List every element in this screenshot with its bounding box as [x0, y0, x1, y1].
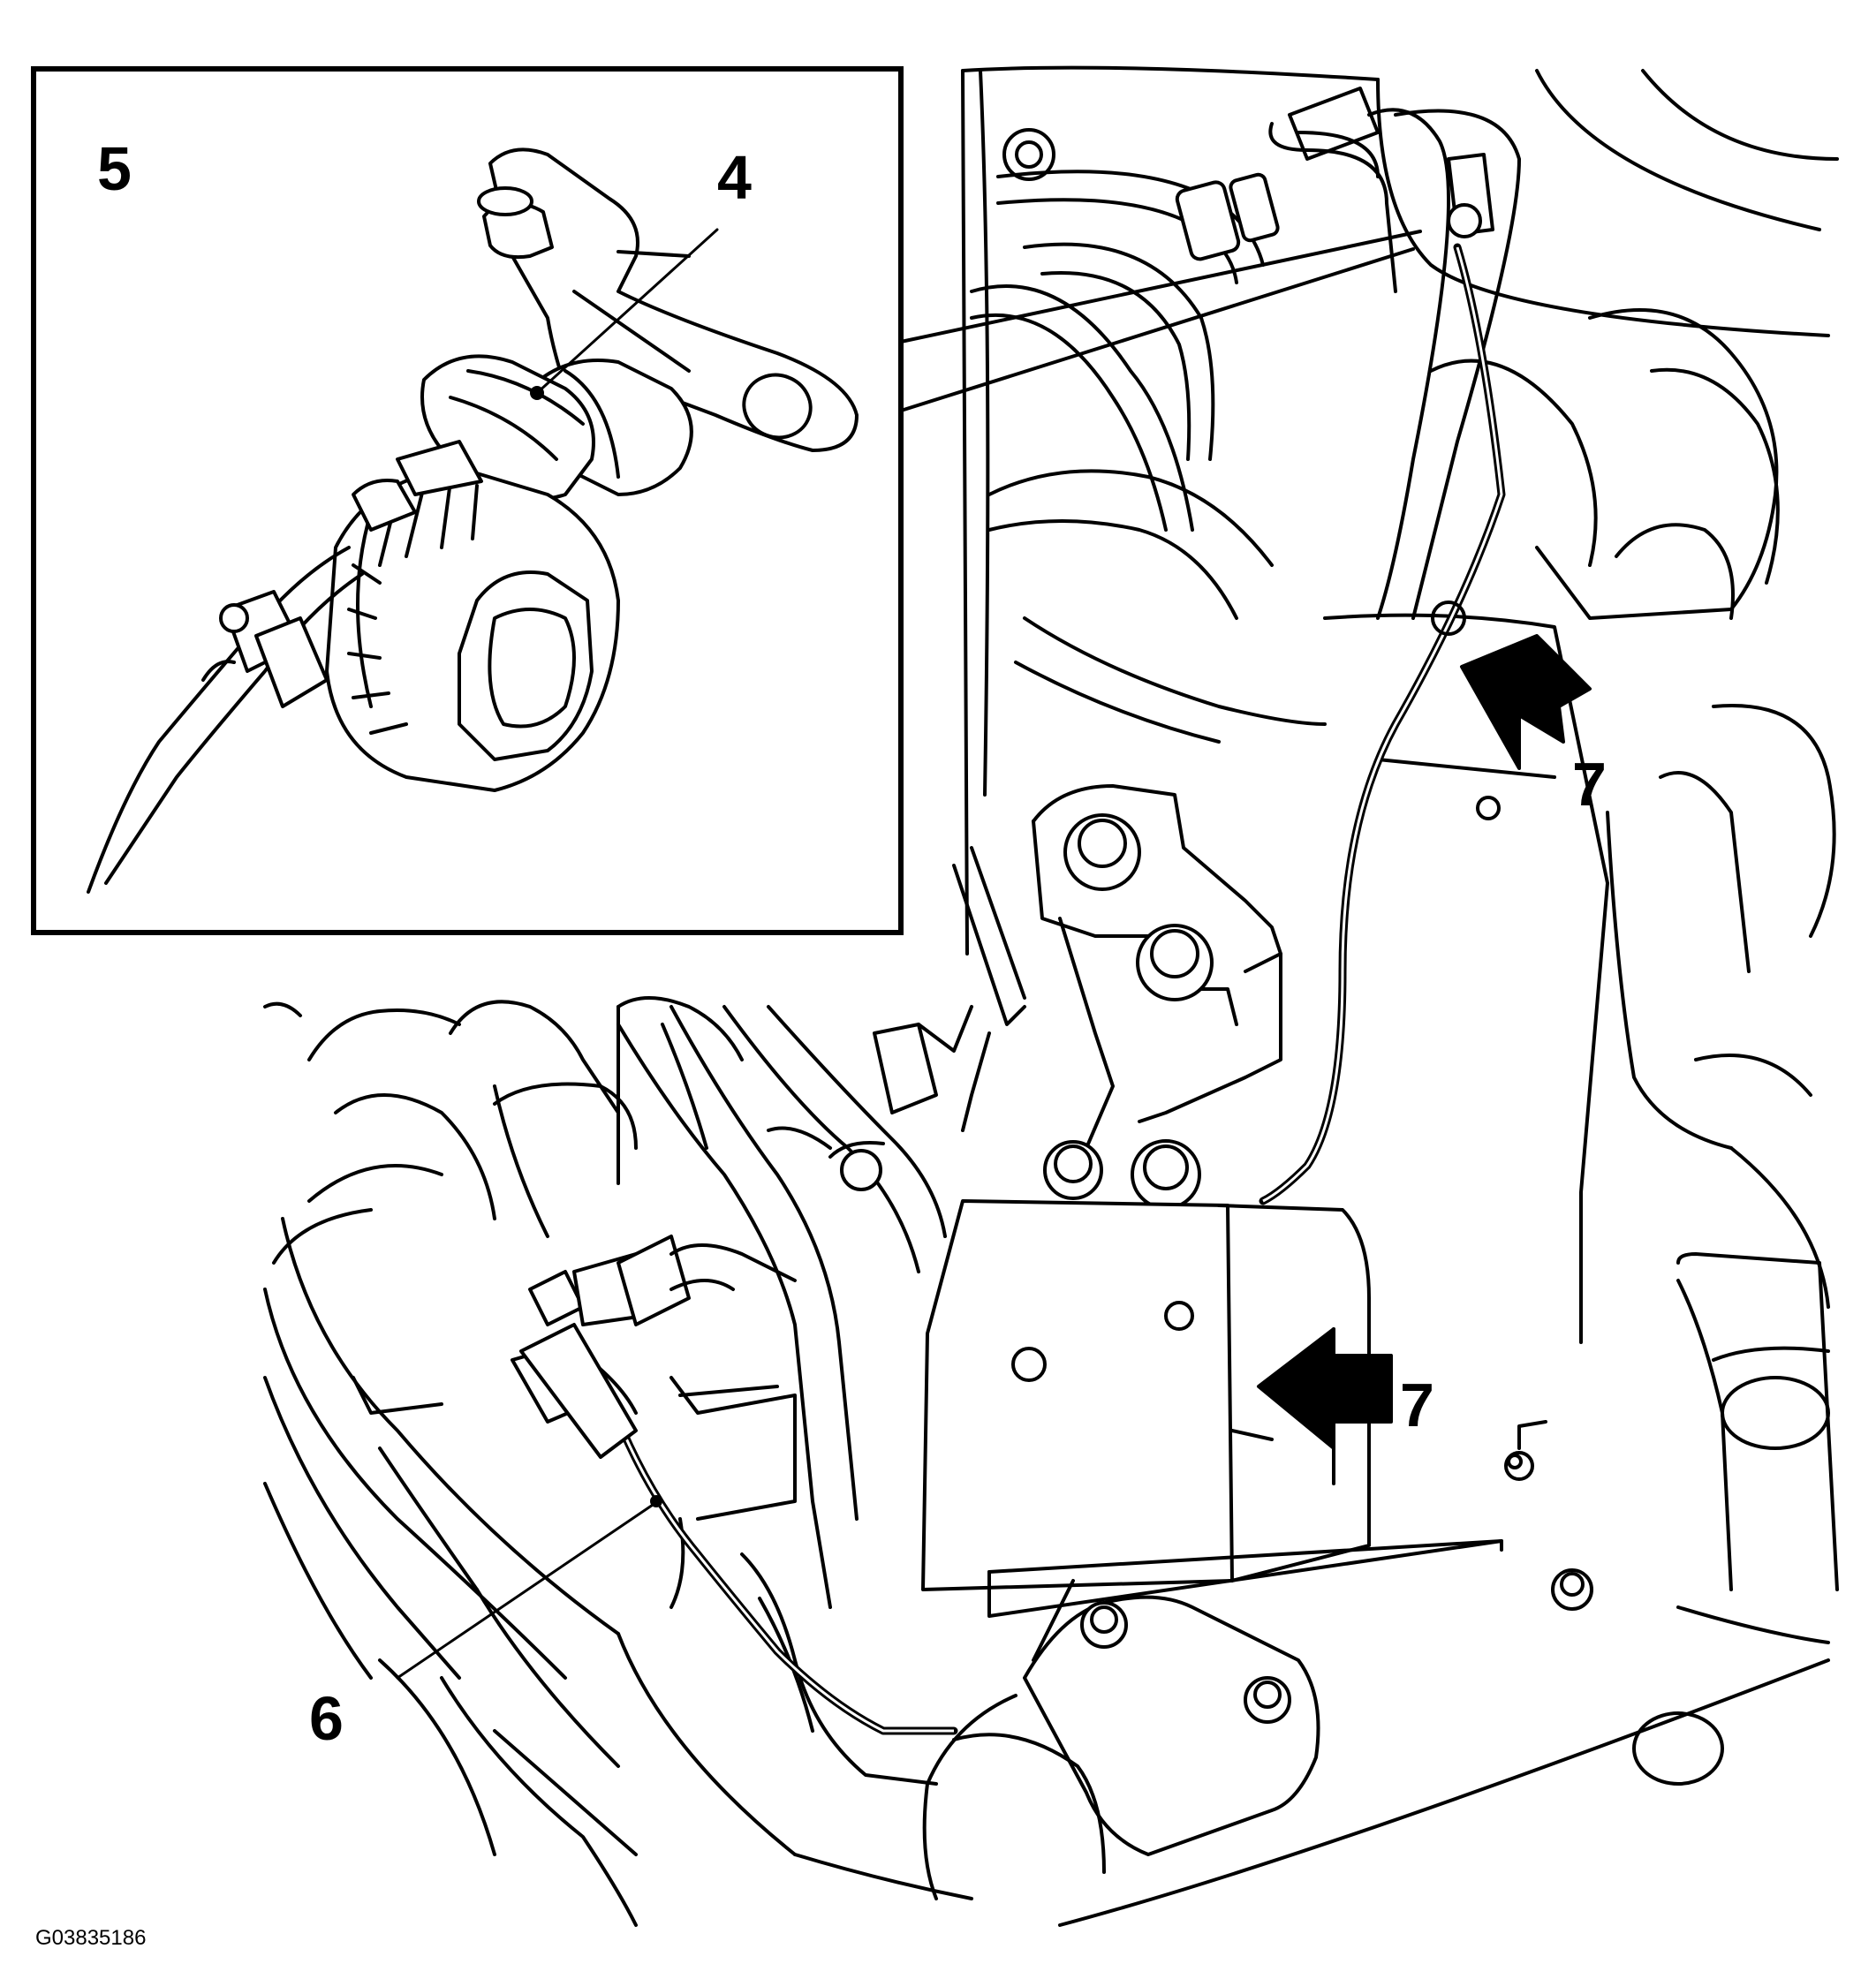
- engine-bay-lineart: [263, 65, 1839, 1927]
- callout-7-upper-label: 7: [1572, 750, 1607, 819]
- inset-number-label: 5: [97, 134, 132, 203]
- callout-4-label: 4: [717, 143, 752, 212]
- callout-6-label: 6: [309, 1684, 344, 1753]
- arrow-upper: [1460, 634, 1592, 770]
- sensor-detail: [87, 147, 859, 894]
- callout-7-lower-label: 7: [1400, 1371, 1434, 1439]
- arrow-lower: [1257, 1327, 1393, 1485]
- bolt-group-upper: [1043, 813, 1214, 1210]
- inset-panel: 5 4: [31, 66, 1422, 935]
- leader-lines: [396, 1495, 662, 1680]
- harness-wire-upper: [1259, 153, 1506, 1205]
- harness-wire-lower: [519, 1323, 958, 1735]
- figure-id-label: G03835186: [35, 1926, 146, 1950]
